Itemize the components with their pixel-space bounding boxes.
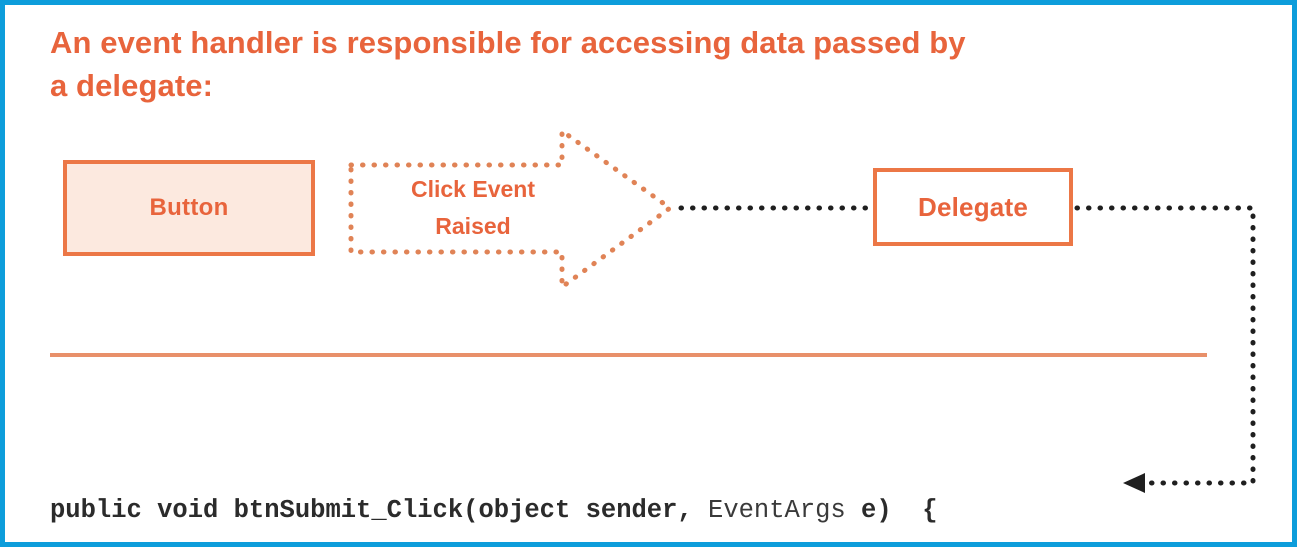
click-event-arrow-label-line-1: Click Event: [411, 176, 535, 202]
delegate-to-handler-path: [1074, 205, 1256, 486]
page-title-line-2: a delegate:: [50, 68, 214, 103]
node-button[interactable]: Button: [63, 160, 315, 256]
node-delegate-label: Delegate: [918, 191, 1028, 222]
page-title: An event handler is responsible for acce…: [50, 21, 1210, 107]
code-line-1-part-a: public void btnSubmit_Click(object sende…: [50, 496, 709, 525]
code-line-1: public void btnSubmit_Click(object sende…: [50, 492, 938, 530]
page-title-line-1: An event handler is responsible for acce…: [50, 25, 966, 60]
code-snippet: public void btnSubmit_Click(object sende…: [50, 416, 938, 542]
node-delegate[interactable]: Delegate: [873, 168, 1073, 246]
code-line-1-part-c: e) {: [845, 496, 938, 525]
handler-arrowhead: [1123, 473, 1145, 493]
node-button-label: Button: [149, 194, 229, 221]
click-event-arrow-label: Click Event Raised: [357, 171, 589, 245]
click-event-arrow-label-line-2: Raised: [435, 213, 511, 239]
code-line-1-type-eventargs: EventArgs: [708, 496, 846, 525]
